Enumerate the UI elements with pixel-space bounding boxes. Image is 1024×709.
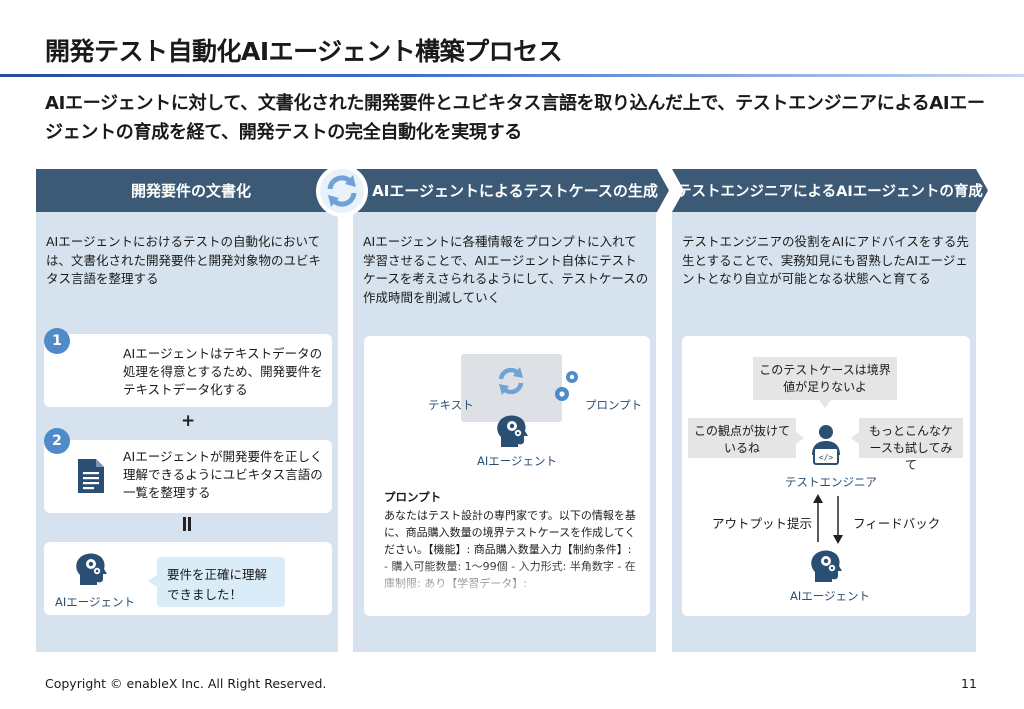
document-icon (76, 457, 106, 499)
column-description: AIエージェントにおけるテストの自動化においては、文書化された開発要件と開発対象… (46, 234, 322, 286)
svg-text:</>: </> (819, 453, 834, 462)
copyright-footer: Copyright © enableX Inc. All Right Reser… (45, 676, 327, 691)
step-text: AIエージェントはテキストデータの処理を得意とするため、開発要件をテキストデータ… (123, 346, 323, 397)
column-header-requirements: 開発要件の文書化 (36, 169, 346, 212)
step-text: AIエージェントが開発要件を正しく理解できるようにユビキタス言語の一覧を整理する (123, 449, 323, 500)
ai-agent-label: AIエージェント (55, 595, 136, 609)
engineer-speech-bubble: このテストケースは境界値が足りないよ (753, 357, 897, 408)
engineer-speech-bubble: この観点が抜けているね (688, 418, 804, 458)
equals-operator (182, 516, 192, 537)
page-subtitle: AIエージェントに対して、文書化された開発要件とユビキタス言語を取り込んだ上で、… (45, 93, 985, 143)
column-header-testcase-generation: AIエージェントによるテストケースの生成 (353, 169, 669, 212)
engineer-icon: </> (808, 423, 844, 471)
ai-agent-head-icon (74, 551, 108, 591)
feedback-label: フィードバック (853, 516, 941, 531)
refresh-icon (494, 364, 528, 402)
column-header-label: 開発要件の文書化 (130, 182, 251, 200)
prompt-fade-overlay (380, 560, 640, 598)
step-number-badge: 2 (44, 428, 70, 454)
column-header-label: AIエージェントによるテストケースの生成 (372, 182, 658, 200)
monitor-screen (461, 354, 562, 422)
column-description: AIエージェントに各種情報をプロンプトに入れて学習させることで、AIエージェント… (363, 234, 649, 305)
gears-icon (553, 368, 583, 408)
title-divider (0, 74, 1024, 77)
ai-agent-label: AIエージェント (477, 454, 558, 468)
output-label: アウトプット提示 (712, 516, 813, 531)
page-number: 11 (961, 676, 977, 691)
ai-agent-head-icon (809, 548, 843, 588)
engineer-label: テストエンジニア (785, 475, 877, 489)
column-description: テストエンジニアの役割をAIにアドバイスをする先生とすることで、実務知見にも習熟… (682, 234, 969, 286)
text-label: テキスト (428, 398, 474, 412)
ai-agent-head-icon (495, 413, 529, 453)
ai-agent-label: AIエージェント (790, 589, 871, 603)
engineer-speech-bubble: もっとこんなケースも試してみて (851, 418, 963, 472)
plus-operator: + (181, 411, 196, 431)
prompt-label: プロンプト (585, 398, 643, 412)
cycle-icon (316, 165, 368, 217)
column-header-label: テストエンジニアによるAIエージェントの育成 (677, 184, 983, 200)
prompt-heading: プロンプト (384, 490, 442, 504)
step-number-badge: 1 (44, 328, 70, 354)
column-header-agent-training: テストエンジニアによるAIエージェントの育成 (672, 169, 988, 212)
agent-speech-bubble: 要件を正確に理解できました！ (148, 557, 285, 607)
feedback-loop-arrows (808, 494, 848, 548)
page-title: 開発テスト自動化AIエージェント構築プロセス (45, 37, 563, 66)
step-card-1 (44, 334, 332, 407)
